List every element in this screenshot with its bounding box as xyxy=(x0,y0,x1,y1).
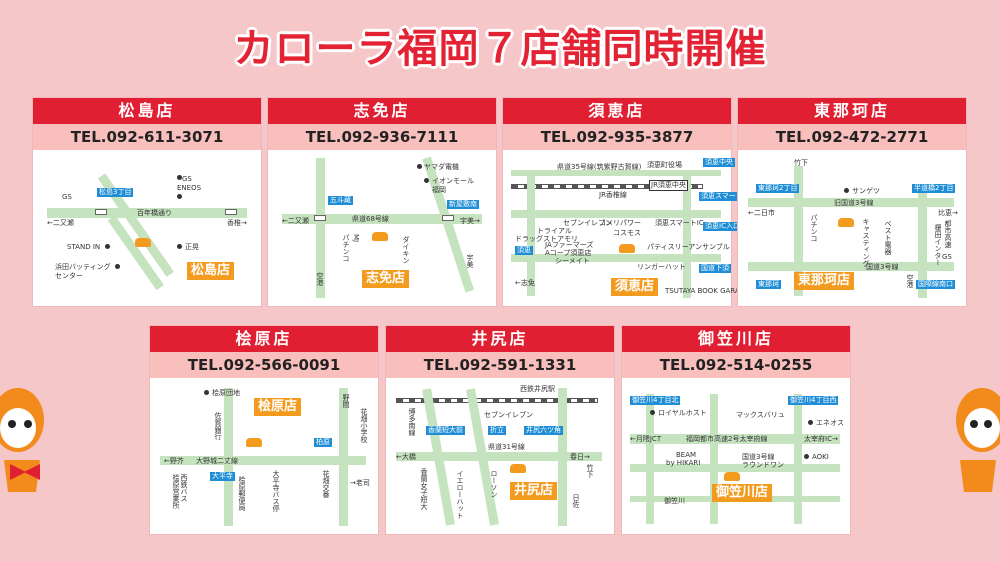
store-map: ヤマダ電機 イオンモール 福岡 五斗蔵 新屋敷南 ←二又瀬 県道68号線 宇美→… xyxy=(272,156,492,302)
store-name: 東那珂店 xyxy=(738,98,966,124)
store-label: 御笠川店 xyxy=(712,484,773,503)
car-icon xyxy=(246,438,262,447)
store-card-mikasagawa: 御笠川店 TEL.092-514-0255 御笠川4丁目北 御笠川4丁目西 ロイ… xyxy=(622,326,850,534)
store-map: 竹下 東那珂2丁目 半道橋2丁目 サンゲツ ←二日市 旧国道3号線 比恵→ パチ… xyxy=(742,156,962,302)
store-tel[interactable]: TEL.092-935-3877 xyxy=(503,124,731,150)
store-label: 志免店 xyxy=(362,270,410,289)
store-tel[interactable]: TEL.092-611-3071 xyxy=(33,124,261,150)
store-name: 松島店 xyxy=(33,98,261,124)
store-name: 須恵店 xyxy=(503,98,731,124)
car-icon xyxy=(724,472,740,481)
store-map: 桧原団地 野間 佐賀銀行 桧原店 花畑小学校 柏原 ←野芥 大野城二丈線 大平寺… xyxy=(154,384,374,530)
store-card-shime: 志免店 TEL.092-936-7111 ヤマダ電機 イオンモール 福岡 五斗蔵… xyxy=(268,98,496,306)
store-card-ijiri: 井尻店 TEL.092-591-1331 西鉄井尻駅 セブンイレブン 博多南線 … xyxy=(386,326,614,534)
store-tel[interactable]: TEL.092-936-7111 xyxy=(268,124,496,150)
store-name: 志免店 xyxy=(268,98,496,124)
mascot-left-icon xyxy=(0,388,44,492)
store-map: 御笠川4丁目北 御笠川4丁目西 ロイヤルホスト マックスバリュ エネオス ←月隈… xyxy=(626,384,846,530)
store-map: 県道35号線(筑紫野古賀線) 須恵町役場 須恵中央 JR須恵中央 JR香椎線 須… xyxy=(507,156,766,302)
page-title: カローラ福岡７店舗同時開催 xyxy=(233,26,767,72)
car-icon xyxy=(838,218,854,227)
store-card-higashinaka: 東那珂店 TEL.092-472-2771 竹下 東那珂2丁目 半道橋2丁目 サ… xyxy=(738,98,966,306)
store-label: 桧原店 xyxy=(254,398,302,417)
store-label: 東那珂店 xyxy=(794,272,855,291)
car-icon xyxy=(510,464,526,473)
store-card-hibaru: 桧原店 TEL.092-566-0091 桧原団地 野間 佐賀銀行 桧原店 花畑… xyxy=(150,326,378,534)
store-tel[interactable]: TEL.092-514-0255 xyxy=(622,352,850,378)
car-icon xyxy=(372,232,388,241)
store-label: 松島店 xyxy=(187,262,235,281)
store-label: 井尻店 xyxy=(510,482,558,501)
car-icon xyxy=(619,244,635,253)
store-card-sue: 須恵店 TEL.092-935-3877 県道35号線(筑紫野古賀線) 須恵町役… xyxy=(503,98,766,306)
store-card-matsushima: 松島店 TEL.092-611-3071 GS 松島3丁目 GS ENEOS ←… xyxy=(33,98,261,306)
store-label: 須恵店 xyxy=(611,278,659,297)
store-tel[interactable]: TEL.092-591-1331 xyxy=(386,352,614,378)
store-name: 桧原店 xyxy=(150,326,378,352)
store-name: 御笠川店 xyxy=(622,326,850,352)
store-tel[interactable]: TEL.092-472-2771 xyxy=(738,124,966,150)
store-map: 西鉄井尻駅 セブンイレブン 博多南線 香蘭短大前 折立 井尻六ツ角 ←大橋 県道… xyxy=(390,384,610,530)
mascot-right-icon xyxy=(956,388,1000,492)
store-tel[interactable]: TEL.092-566-0091 xyxy=(150,352,378,378)
car-icon xyxy=(135,238,151,247)
store-name: 井尻店 xyxy=(386,326,614,352)
store-map: GS 松島3丁目 GS ENEOS ←二又瀬 百年橋通り 香椎→ STAND I… xyxy=(37,156,257,302)
